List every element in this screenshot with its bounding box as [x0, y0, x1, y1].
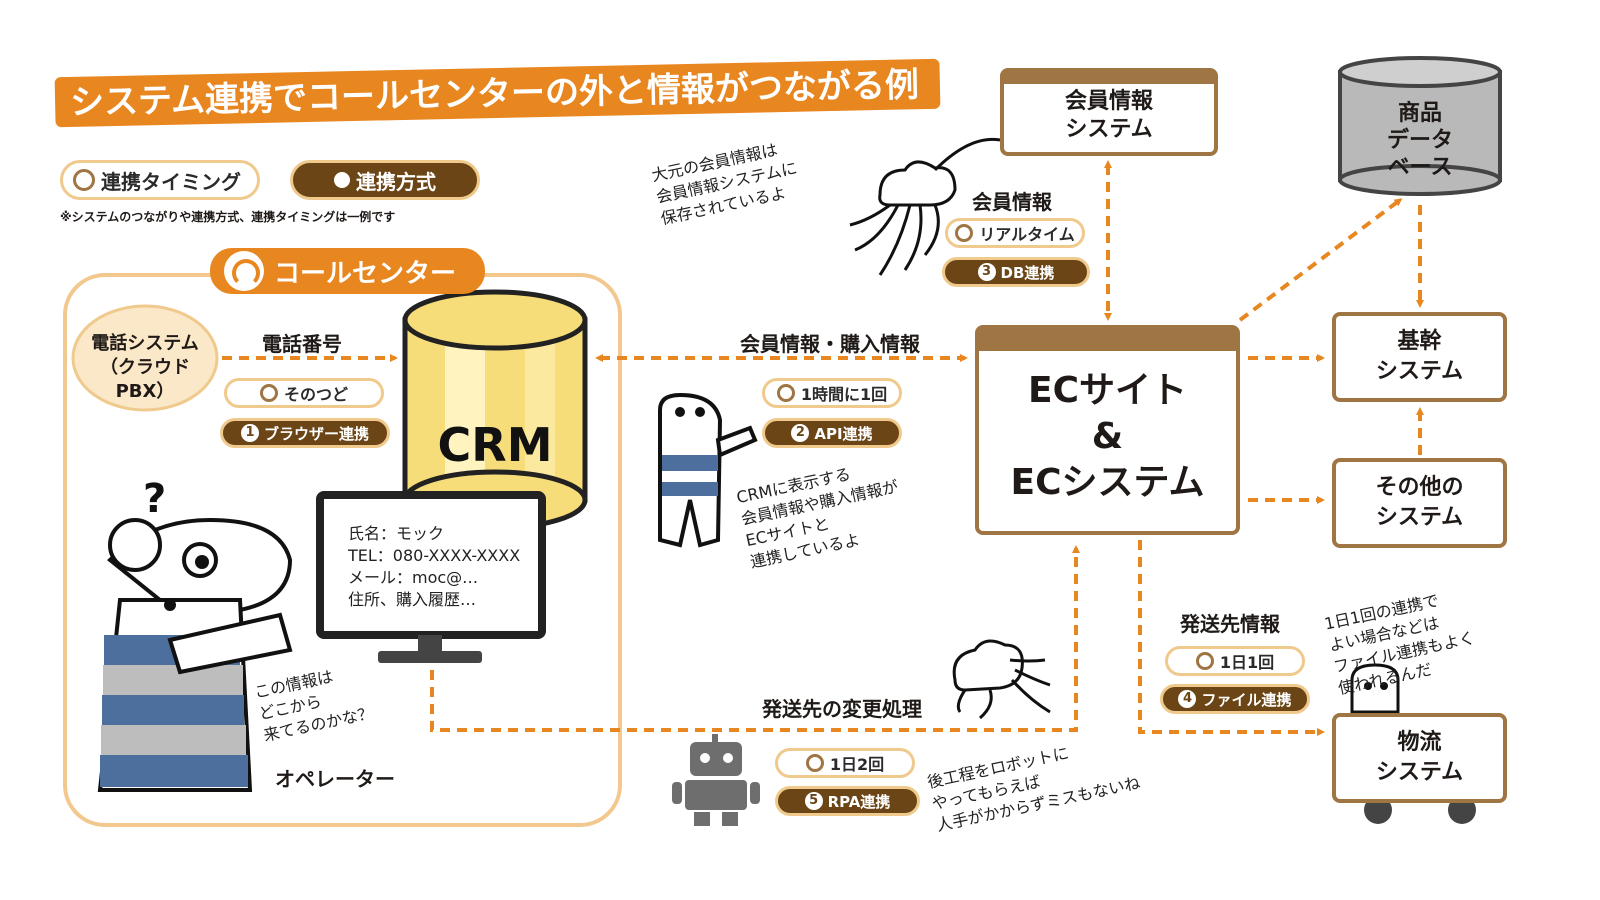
arrow-monitor-ec	[430, 545, 1080, 732]
window-bar	[1004, 72, 1214, 84]
method-4-pill: 4 ファイル連携	[1160, 684, 1310, 714]
window-bar	[979, 329, 1236, 351]
timing-5-label: 1日2回	[829, 755, 885, 774]
dot-icon	[334, 172, 350, 188]
core-system-box: 基幹 システム	[1332, 312, 1507, 402]
callcenter-label-pill: コールセンター	[210, 248, 485, 294]
legend-timing-label: 連携タイミング	[101, 169, 241, 194]
phone-number-label: 電話番号	[262, 332, 342, 356]
method-2-pill: 2 API連携	[762, 418, 902, 448]
method-2-number: 2	[791, 424, 810, 442]
screen-line-1: 氏名：モック	[348, 524, 445, 543]
phone-system-label: 電話システム （クラウドPBX）	[91, 333, 199, 402]
method-1-number: 1	[240, 424, 259, 442]
logistics-system-box: 物流 システム	[1332, 713, 1507, 803]
method-1-pill: 1 ブラウザー連携	[220, 418, 390, 448]
timing-4-label: 1日1回	[1219, 653, 1275, 672]
method-5-number: 5	[804, 792, 823, 810]
ec-system-box: ECサイト & ECシステム	[975, 325, 1240, 535]
product-database	[1338, 56, 1502, 196]
method-4-number: 4	[1178, 690, 1197, 708]
question-mark: ?	[143, 476, 166, 522]
method-5-pill: 5 RPA連携	[775, 786, 920, 816]
shipping-change-label: 発送先の変更処理	[762, 697, 922, 721]
timing-3-label: リアルタイム	[979, 225, 1075, 244]
member-system-label: 会員情報 システム	[1064, 89, 1153, 142]
robot-icon	[672, 734, 760, 826]
ec-system-label: ECサイト & ECシステム	[1010, 370, 1205, 503]
member-system-box: 会員情報 システム	[1000, 68, 1218, 156]
small-bear	[1350, 663, 1400, 714]
operator-label: オペレーター	[275, 767, 395, 791]
timer-icon	[955, 224, 974, 242]
cloud-connector-top	[849, 137, 1001, 276]
timer-icon	[259, 384, 278, 402]
timer-icon	[73, 169, 95, 191]
method-3-pill: 3 DB連携	[942, 257, 1090, 287]
method-4-label: ファイル連携	[1201, 690, 1292, 709]
phone-system-cloud	[71, 304, 219, 412]
timer-icon	[776, 384, 795, 402]
timing-3-pill: リアルタイム	[945, 218, 1085, 248]
headset-icon	[224, 251, 264, 291]
truck-wheel-right	[1448, 796, 1476, 824]
crm-database	[402, 289, 588, 531]
timing-2-label: 1時間に1回	[800, 385, 888, 404]
callcenter-label: コールセンター	[274, 258, 457, 289]
method-2-label: API連携	[814, 424, 873, 443]
bear-character	[658, 392, 758, 548]
method-3-label: DB連携	[1000, 263, 1055, 282]
truck-wheel-left	[1364, 796, 1392, 824]
member-info-label: 会員情報	[972, 190, 1052, 214]
crm-label: CRM	[437, 418, 553, 472]
method-5-label: RPA連携	[827, 792, 891, 811]
core-system-label: 基幹 システム	[1375, 329, 1464, 384]
legend-method-pill: 連携方式	[290, 160, 480, 200]
other-system-label: その他の システム	[1375, 475, 1464, 530]
timer-icon	[1195, 652, 1214, 670]
arrow-ec-productdb	[1238, 198, 1403, 322]
member-purchase-label: 会員情報・購入情報	[740, 332, 920, 356]
arrow-ec-logistics	[1138, 540, 1325, 736]
timer-icon	[805, 754, 824, 772]
legend-footnote: ※システムのつながりや連携方式、連携タイミングは一例です	[60, 210, 396, 224]
legend-method-label: 連携方式	[356, 169, 436, 194]
cloud-connector-bottom	[952, 639, 1051, 720]
screen-line-3: メール：moc@…	[348, 568, 479, 587]
logistics-system-label: 物流 システム	[1375, 730, 1464, 785]
shipping-info-label: 発送先情報	[1180, 612, 1280, 636]
timing-5-pill: 1日2回	[775, 748, 915, 778]
operator-character	[97, 517, 293, 792]
monitor	[316, 491, 546, 663]
method-3-number: 3	[977, 263, 996, 281]
method-1-label: ブラウザー連携	[263, 424, 369, 443]
timing-1-label: そのつど	[283, 385, 348, 404]
timing-2-pill: 1時間に1回	[762, 378, 902, 408]
timing-4-pill: 1日1回	[1165, 646, 1305, 676]
screen-line-2: TEL：080-XXXX-XXXX	[348, 546, 521, 565]
product-db-label: 商品 データ ベース	[1386, 101, 1453, 180]
screen-line-4: 住所、購入履歴…	[348, 590, 477, 609]
legend-timing-pill: 連携タイミング	[60, 160, 260, 200]
other-system-box: その他の システム	[1332, 458, 1507, 548]
timing-1-pill: そのつど	[224, 378, 384, 408]
